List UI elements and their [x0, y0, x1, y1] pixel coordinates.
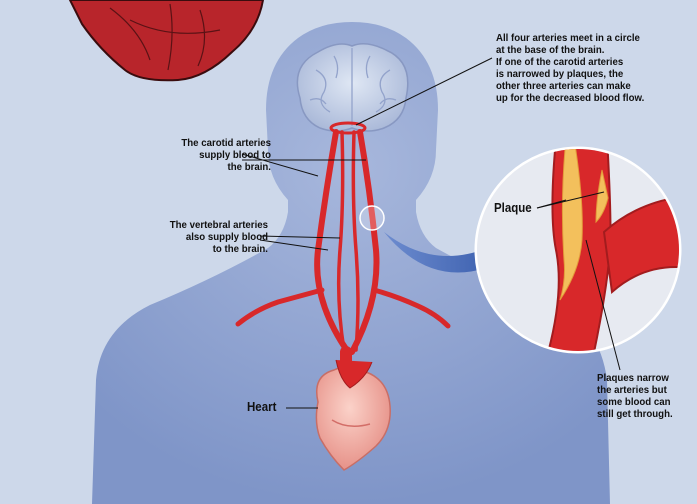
magnifier-circle-icon [360, 206, 384, 230]
plaques-narrow-note: Plaques narrow the arteries but some blo… [597, 372, 673, 420]
corner-heart-illustration [70, 0, 263, 80]
circle-of-willis-note: All four arteries meet in a circle at th… [496, 32, 644, 104]
brain [297, 44, 407, 131]
carotid-arteries-note: The carotid arteries supply blood to the… [114, 137, 271, 173]
vertebral-arteries-note: The vertebral arteries also supply blood… [113, 219, 268, 255]
heart-illustration-icon [70, 0, 263, 80]
heart-label: Heart [247, 401, 276, 413]
plaque-label: Plaque [494, 202, 532, 214]
